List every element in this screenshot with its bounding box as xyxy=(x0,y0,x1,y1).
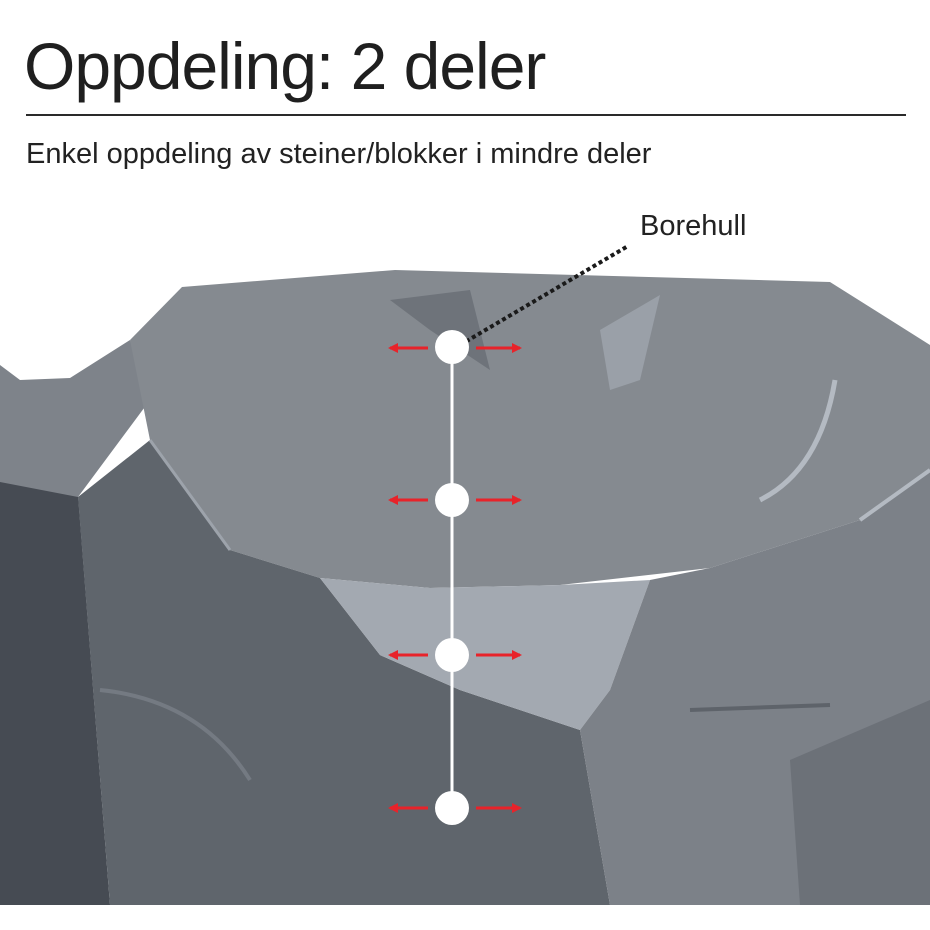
page-title: Oppdeling: 2 deler xyxy=(24,29,546,103)
title-divider xyxy=(26,114,906,116)
borehole-2-dot xyxy=(435,483,469,517)
borehole-2 xyxy=(388,483,522,517)
borehole-1 xyxy=(388,330,522,364)
page-subtitle: Enkel oppdeling av steiner/blokker i min… xyxy=(26,138,652,170)
borehole-4 xyxy=(388,791,522,825)
rock-edge-highlight-left xyxy=(148,439,232,551)
rock-surface-chip-right xyxy=(600,295,660,390)
rock-left-dark-face xyxy=(0,480,110,905)
borehole-4-dot xyxy=(435,791,469,825)
rock-top-face xyxy=(130,270,930,588)
rock-edge-highlight-top xyxy=(758,379,838,503)
borehull-label: Borehull xyxy=(640,210,747,242)
rock-crack-right xyxy=(689,703,831,712)
borehull-leader-line xyxy=(458,244,630,347)
borehole-3 xyxy=(388,638,522,672)
borehole-3-dot xyxy=(435,638,469,672)
rock-edge-highlight-right xyxy=(858,468,930,522)
rock-crack-front xyxy=(99,688,252,782)
rock-right-inner-face xyxy=(790,700,930,905)
borehole-1-dot xyxy=(435,330,469,364)
rock-front-face xyxy=(78,440,610,905)
rock-left-top-face xyxy=(0,340,150,497)
